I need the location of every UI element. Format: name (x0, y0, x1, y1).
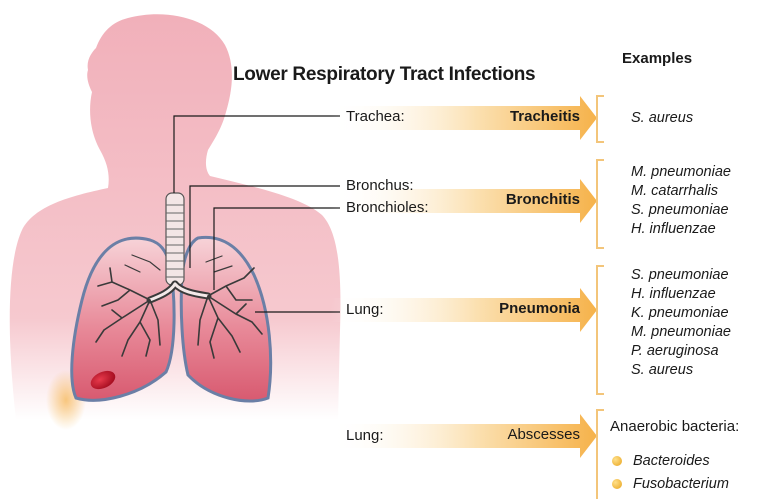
example-item: M. pneumoniae (631, 323, 731, 342)
page-title: Lower Respiratory Tract Infections (233, 64, 535, 86)
example-item: P. aeruginosa (631, 342, 719, 361)
anaerobic-heading: Anaerobic bacteria: (610, 418, 739, 435)
example-item: M. pneumoniae (631, 163, 731, 182)
bullet-icon (612, 479, 622, 489)
trachea (166, 193, 184, 285)
examples-header: Examples (622, 50, 692, 67)
disease-pneumonia: Pneumonia (420, 300, 580, 317)
site-label-lung: Lung: (346, 301, 384, 318)
example-item: M. catarrhalis (631, 182, 718, 201)
example-item: S. pneumoniae (631, 201, 729, 220)
list-item: Fusobacterium (612, 476, 729, 492)
example-item: H. influenzae (631, 285, 716, 304)
example-item: Bacteroides (633, 453, 710, 469)
bullet-icon (612, 456, 622, 466)
site-label-lung-abscess: Lung: (346, 427, 384, 444)
site-label-bronchus: Bronchus: (346, 177, 414, 194)
example-item: K. pneumoniae (631, 304, 729, 323)
example-item: H. influenzae (631, 220, 716, 239)
site-label-bronchioles: Bronchioles: (346, 199, 429, 216)
example-item: S. aureus (631, 109, 693, 128)
example-item: S. pneumoniae (631, 266, 729, 285)
example-item: Fusobacterium (633, 476, 729, 492)
site-label-trachea: Trachea: (346, 108, 405, 125)
disease-tracheitis: Tracheitis (420, 108, 580, 125)
disease-abscesses: Abscesses (420, 426, 580, 443)
list-item: Bacteroides (612, 453, 710, 469)
disease-bronchitis: Bronchitis (420, 191, 580, 208)
brackets (597, 96, 604, 499)
arrows (330, 96, 597, 458)
example-item: S. aureus (631, 361, 693, 380)
